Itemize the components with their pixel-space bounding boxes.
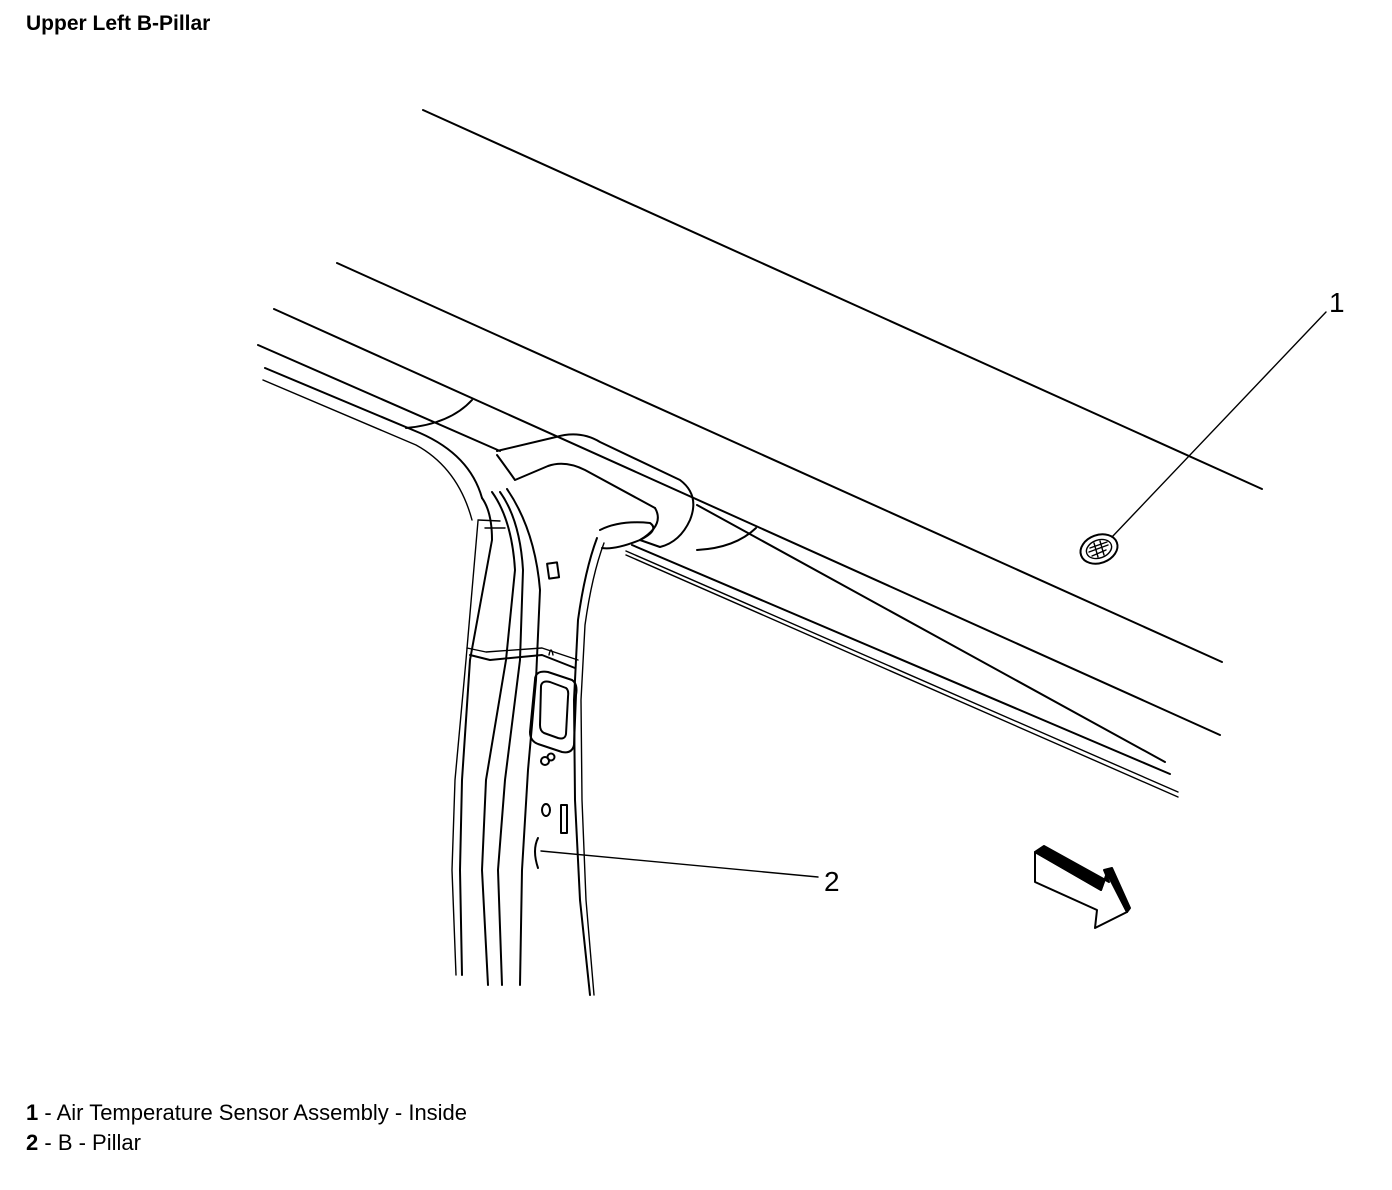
roof-rail-edge-3b	[625, 554, 1179, 798]
legend-separator: -	[38, 1100, 57, 1125]
legend-separator: -	[38, 1130, 58, 1155]
pillar-outer-left	[459, 497, 493, 976]
page-title: Upper Left B-Pillar	[26, 12, 211, 35]
fastener-3	[541, 803, 551, 817]
pillar-left-edge-2	[481, 491, 516, 986]
pillar-square-hole	[546, 561, 561, 580]
roof-rail-edge-3	[262, 379, 473, 521]
callout-number-2: 2	[824, 866, 840, 897]
pillar-belt-upper	[477, 519, 501, 522]
fastener-hook	[534, 837, 539, 869]
pillar-center-left	[506, 488, 541, 986]
roof-line-middle	[336, 262, 1223, 663]
air-temperature-sensor-icon	[1079, 533, 1119, 565]
leader-line-2	[540, 850, 819, 878]
legend-number-2: 2	[26, 1130, 39, 1155]
pillar-right-edge-2	[580, 542, 605, 996]
leader-line-1	[1111, 311, 1327, 538]
pillar-cap-inner-left	[496, 454, 656, 509]
legend-label-2: B - Pillar	[57, 1130, 141, 1155]
pillar-outer-left-2	[451, 520, 479, 976]
legend-item-2: 2 - B - Pillar	[26, 1128, 467, 1158]
legend-label-1: Air Temperature Sensor Assembly - Inside	[56, 1100, 468, 1125]
pillar-right-edge	[573, 537, 598, 996]
roof-rail-edge-2	[264, 367, 483, 499]
rail-joint-right	[696, 527, 757, 551]
belt-guide-outer	[529, 670, 578, 754]
pillar-small-bump	[548, 649, 554, 656]
roof-rail-top	[273, 308, 1221, 736]
roof-line-upper	[422, 109, 1263, 490]
pillar-cap-lip	[599, 521, 655, 550]
callout-number-1: 1	[1329, 287, 1345, 318]
callout-legend: 1 - Air Temperature Sensor Assembly - In…	[26, 1098, 467, 1158]
pillar-belt-line	[469, 654, 576, 669]
legend-item-1: 1 - Air Temperature Sensor Assembly - In…	[26, 1098, 467, 1128]
fastener-2	[546, 752, 556, 762]
fastener-slot	[560, 804, 568, 834]
roof-rail-edge-1b	[696, 504, 1166, 763]
pillar-belt-line-2	[466, 647, 579, 661]
rail-joint-left	[405, 399, 473, 429]
pillar-cap	[496, 433, 695, 548]
pillar-left-edge	[497, 491, 524, 986]
belt-guide-inner	[539, 680, 570, 740]
roof-rail-edge-1	[257, 344, 501, 452]
roof-rail-edge-2b	[631, 544, 1171, 775]
front-direction-arrow-icon	[1034, 845, 1131, 929]
roof-rail-edge-3c	[625, 550, 1179, 793]
legend-number-1: 1	[26, 1100, 39, 1125]
